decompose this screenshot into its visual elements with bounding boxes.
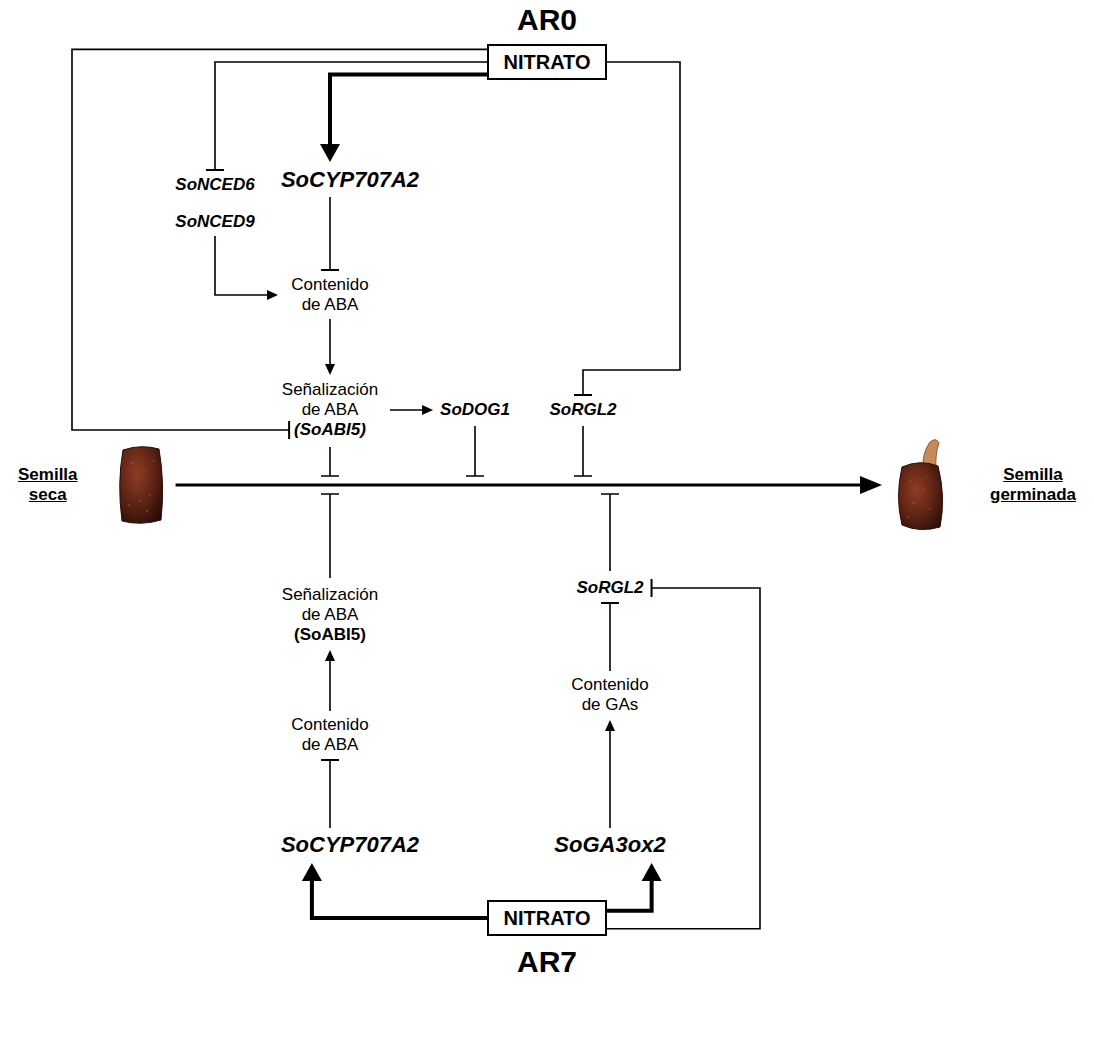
arrow-head [325, 364, 335, 375]
gene-label: Señalización de ABA(SoABI5) [272, 583, 388, 647]
connector-line [390, 409, 425, 411]
node-text: NITRATO [503, 50, 590, 74]
inhibition-bar [206, 169, 224, 171]
connector [325, 650, 335, 711]
node-text: Señalización de ABA [276, 380, 384, 420]
connector [605, 720, 615, 828]
arrow-head [605, 720, 615, 731]
inhibition-line [601, 494, 619, 571]
arrow-head [642, 863, 662, 881]
inhibition-line [321, 494, 339, 578]
node-text: NITRATO [503, 906, 590, 930]
inhibition-lines [321, 426, 619, 578]
connector [215, 236, 278, 300]
gene-label: Señalización de ABA(SoABI5) [272, 378, 388, 442]
inhibition-line [321, 447, 339, 476]
gene-label: SoGA3ox2 [550, 830, 669, 860]
inhibition-line [466, 426, 484, 476]
inhibition-bar [288, 421, 290, 439]
node-text: (SoABI5) [294, 420, 366, 440]
connector-line [609, 728, 611, 828]
connector-line [215, 236, 270, 295]
connector [574, 62, 680, 395]
connector-line [607, 588, 760, 929]
inhibition-line [574, 426, 592, 476]
connector [601, 603, 619, 671]
inhibition-bar [321, 269, 339, 271]
signal-box: NITRATO [487, 900, 606, 936]
arrow-head [302, 863, 322, 881]
arrow-head [267, 290, 278, 300]
gene-label: SoCYP707A2 [277, 165, 423, 195]
gene-label: SoNCED6 [171, 173, 258, 197]
inhibition-bar [651, 579, 653, 597]
node-text: SoNCED6 [175, 175, 254, 195]
node-text: SoCYP707A2 [281, 167, 419, 193]
node-text: SoRGL2 [549, 400, 616, 420]
gene-label: SoRGL2 [545, 398, 620, 422]
node-text: SoGA3ox2 [554, 832, 665, 858]
signal-box: NITRATO [487, 44, 606, 80]
arrow-head [325, 650, 335, 661]
arrow-head [422, 405, 433, 415]
arrow-head [860, 476, 882, 494]
gene-label: Contenido de ABA [281, 713, 379, 757]
connector-line [583, 62, 680, 395]
node-text: SoRGL2 [576, 578, 643, 598]
panel-label: AR0 [517, 3, 577, 37]
germinated-seed-picture [890, 437, 954, 533]
node-text: Semilla seca [18, 465, 78, 505]
inhibition-bar [601, 602, 619, 604]
node-text: Contenido de ABA [285, 715, 375, 755]
node-text: (SoABI5) [294, 625, 366, 645]
connector [390, 405, 433, 415]
connector-line [312, 876, 488, 918]
inhibition-bar [574, 394, 592, 396]
connector-line [329, 197, 331, 270]
connector-line [176, 484, 867, 487]
connector [302, 863, 488, 918]
connector [607, 579, 760, 929]
seed-stage: Semilla germinada [886, 435, 1080, 535]
panel-label: AR7 [517, 945, 577, 979]
node-text: SoDOG1 [440, 400, 510, 420]
gene-label: SoRGL2 [572, 576, 647, 600]
dry-seed-picture [114, 443, 168, 527]
connector-line [329, 319, 331, 367]
node-text: Señalización de ABA [276, 585, 384, 625]
node-text: SoCYP707A2 [281, 832, 419, 858]
gene-label: SoDOG1 [436, 398, 514, 422]
connector-line [215, 62, 487, 170]
connector [72, 49, 487, 439]
connector [607, 863, 662, 911]
connector-line [329, 658, 331, 711]
connector-line [72, 49, 487, 430]
node-text: Contenido de ABA [285, 275, 375, 315]
connector [320, 75, 487, 162]
arrow-head [320, 144, 340, 162]
node-text: SoNCED9 [175, 212, 254, 232]
gene-label: SoCYP707A2 [277, 830, 423, 860]
connector [321, 197, 339, 270]
connectors [72, 49, 882, 928]
gene-label: SoNCED9 [171, 210, 258, 234]
gene-label: Contenido de ABA [281, 273, 379, 317]
connector [206, 62, 487, 170]
connector [321, 760, 339, 828]
node-text: Semilla germinada [990, 465, 1076, 505]
seed-stage: Semilla seca [14, 441, 172, 529]
node-text: Contenido de GAs [565, 675, 655, 715]
gene-label: Contenido de GAs [561, 673, 659, 717]
inhibition-bar [321, 759, 339, 761]
connector-line [330, 75, 487, 150]
connector [176, 476, 882, 494]
connector-line [609, 603, 611, 671]
connector-line [329, 760, 331, 828]
connector [325, 319, 335, 375]
